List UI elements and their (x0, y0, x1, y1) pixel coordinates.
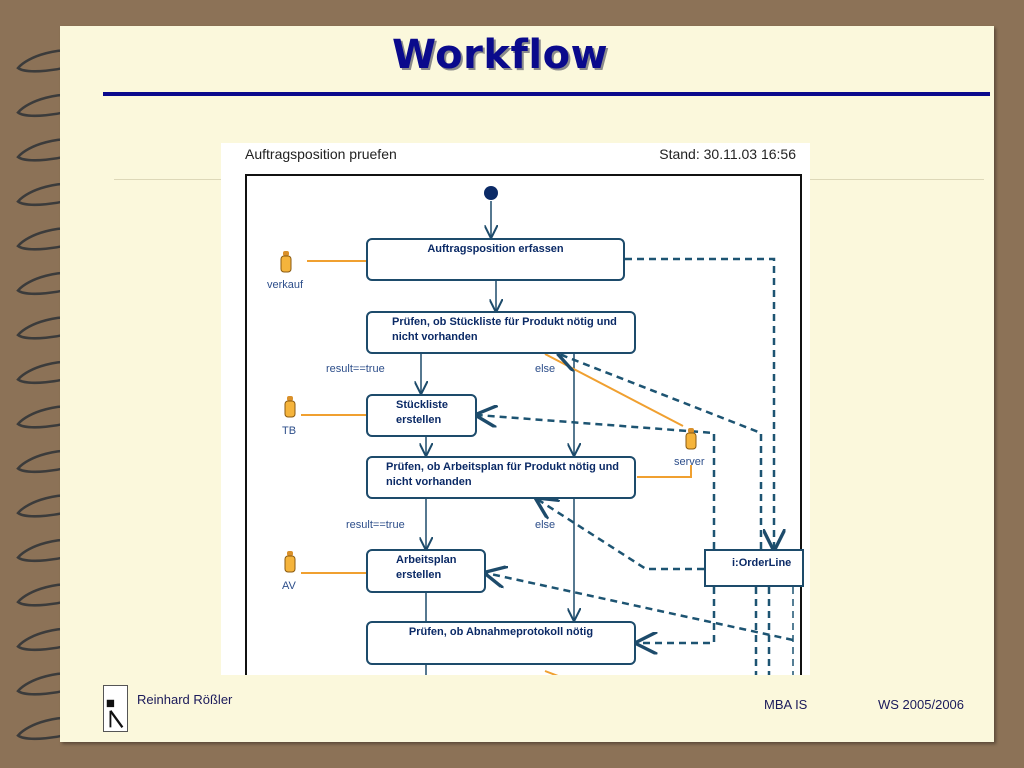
objflow-erfassen-orderline (625, 257, 774, 549)
activity-auftragsposition-erfassen: Auftragsposition erfassen (366, 238, 625, 281)
actor-label-verkauf: verkauf (267, 279, 304, 291)
actor-icon (685, 428, 697, 450)
activity-pruefen-abnahmeprotokoll: Prüfen, ob Abnahmeprotokoll nötig (366, 621, 636, 665)
actor-icon (280, 251, 292, 273)
diagram-frame (245, 174, 802, 675)
title-underline (103, 92, 990, 96)
guard-result-true-2: result==true (346, 519, 405, 531)
footer-course: MBA IS (764, 697, 808, 712)
diagram-connectors (301, 186, 794, 675)
footer-author: Reinhard Rößler (137, 692, 233, 707)
object-orderline: i:OrderLine (704, 549, 804, 587)
objflow-orderline-pruefen2 (537, 499, 704, 571)
objflow-orderline-stueckliste (477, 415, 716, 549)
activity-diagram: Auftragsposition pruefen Stand: 30.11.03… (221, 143, 810, 675)
link-server-pruefen1 (544, 353, 684, 427)
objflow-orderline-arbeitsplan (486, 573, 794, 642)
actor-label-av: AV (282, 580, 296, 592)
activity-pruefen-stueckliste: Prüfen, ob Stückliste für Produkt nötig … (366, 311, 636, 354)
footer-semester: WS 2005/2006 (878, 697, 965, 712)
actor-label-tb: TB (282, 425, 297, 437)
diagram-title: Auftragsposition pruefen (245, 146, 397, 162)
objflow-orderline-pruefen3 (637, 587, 716, 643)
guard-else-2: else (535, 519, 556, 531)
objflow-orderline-pruefen1 (559, 354, 763, 549)
activity-stueckliste-erstellen: Stückliste erstellen (366, 394, 477, 437)
activity-pruefen-arbeitsplan: Prüfen, ob Arbeitsplan für Produkt nötig… (366, 456, 636, 499)
activity-arbeitsplan-erstellen: Arbeitsplan erstellen (366, 549, 486, 593)
guard-else-1: else (535, 363, 556, 375)
actor-icon (284, 396, 296, 418)
diagram-stand: Stand: 30.11.03 16:56 (659, 146, 796, 162)
link-bottom (544, 670, 559, 675)
link-server-pruefen2 (637, 465, 692, 478)
start-node (484, 186, 498, 200)
guard-result-true-1: result==true (326, 363, 385, 375)
actor-icon (284, 551, 296, 573)
actor-label-server: server (674, 456, 705, 468)
slide-title: Workflow (391, 32, 609, 78)
institution-logo (103, 685, 128, 732)
